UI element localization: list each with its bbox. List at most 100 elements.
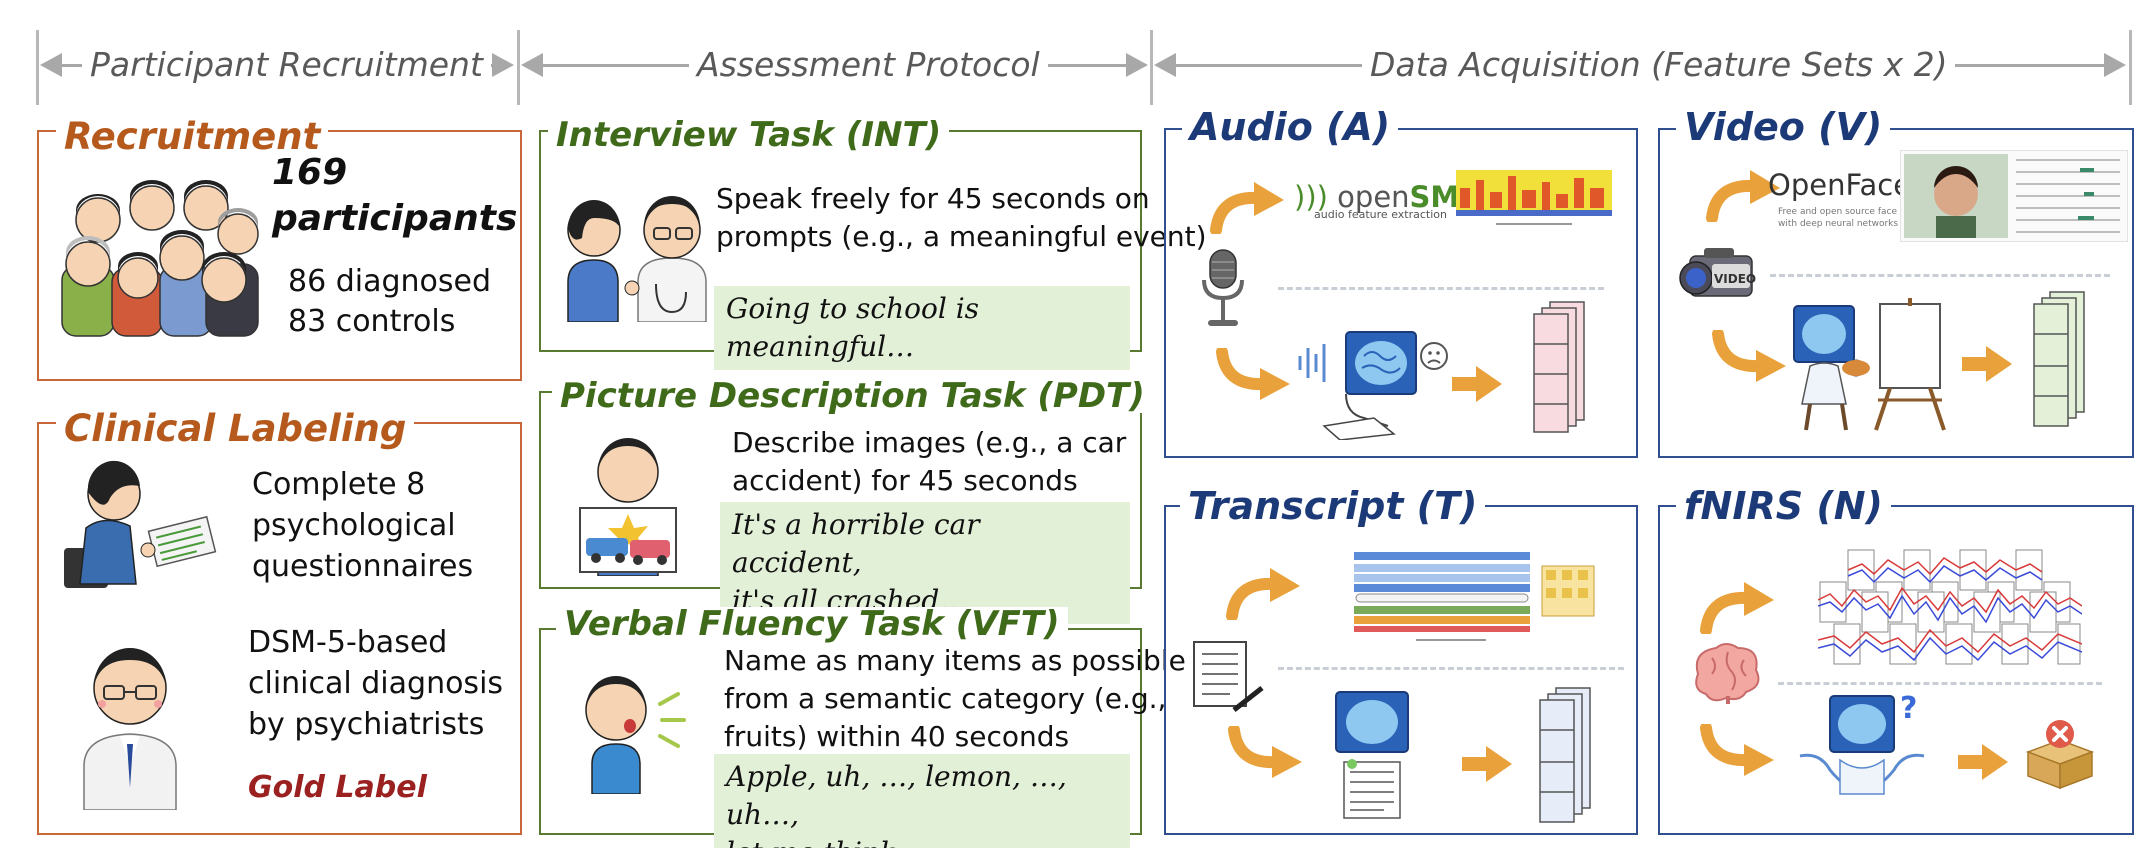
diagnosis-line: clinical diagnosis xyxy=(248,666,504,701)
questionnaire-person-illustration xyxy=(64,460,217,588)
divider-line xyxy=(1778,682,2102,685)
arrow-right-icon xyxy=(1126,53,1148,77)
curved-arrow-icon xyxy=(1706,170,1780,222)
verbal-fluency-quote: Apple, uh, …, lemon, …, uh…, let me thin… xyxy=(714,754,1130,848)
clinical-labeling-title: Clinical Labeling xyxy=(56,410,415,447)
picture-description-title: Picture Description Task (PDT) xyxy=(552,379,1153,413)
pdt-description-line: Describe images (e.g., a car xyxy=(732,426,1127,459)
video-title: Video (V) xyxy=(1676,108,1891,146)
header-participant-recruitment: Participant Recruitment xyxy=(82,38,491,92)
svg-text:?: ? xyxy=(1900,691,1917,726)
document-pen-icon xyxy=(1193,641,1264,712)
header-separator xyxy=(2129,30,2132,105)
vft-quote-line: Apple, uh, …, lemon, …, uh…, xyxy=(726,760,1067,831)
transcript-title: Transcript (T) xyxy=(1180,487,1486,525)
orange-arrow-icon xyxy=(1462,746,1512,782)
arrow-left-icon xyxy=(1154,53,1176,77)
orange-arrow-icon xyxy=(1958,744,2008,780)
picture-holding-illustration xyxy=(579,438,677,576)
diagnosis-line: DSM-5-based xyxy=(248,625,448,660)
header-separator xyxy=(36,30,39,105)
pdt-description-line: accident) for 45 seconds xyxy=(732,464,1078,497)
curved-arrow-icon xyxy=(1210,182,1284,234)
openface-subtitle-line: Free and open source face recognition xyxy=(1778,207,1951,217)
verbal-fluency-title: Verbal Fluency Task (VFT) xyxy=(556,607,1068,641)
participant-count-label: participants xyxy=(272,198,518,239)
diagnosis-text: DSM-5-based clinical diagnosis by psychi… xyxy=(248,622,503,745)
openface-subtitle: Free and open source face recognition wi… xyxy=(1778,206,1951,230)
curved-arrow-icon xyxy=(1226,568,1300,620)
video-camera-icon xyxy=(1679,248,1753,297)
interview-quote: Going to school is meaningful… xyxy=(714,286,1130,370)
arrow-left-icon xyxy=(521,53,543,77)
recruitment-breakdown: 86 diagnosed 83 controls xyxy=(288,262,491,342)
arrow-right-icon xyxy=(492,53,514,77)
spectrogram-image xyxy=(1456,170,1612,225)
recruitment-title: Recruitment xyxy=(56,118,329,155)
curved-arrow-icon xyxy=(1228,726,1302,778)
curved-arrow-icon xyxy=(1700,582,1774,634)
transcript-feature-stack xyxy=(1539,687,1591,823)
verbal-fluency-text: Name as many items as possible from a se… xyxy=(724,642,1186,756)
video-feature-stack xyxy=(2033,291,2085,427)
participant-count-number: 169 xyxy=(272,152,348,193)
crowd-illustration xyxy=(61,180,259,337)
picture-description-text: Describe images (e.g., a car accident) f… xyxy=(732,424,1126,500)
arrow-left-icon xyxy=(40,53,62,77)
controls-count: 83 controls xyxy=(288,304,456,339)
pdt-quote-line: It's a horrible car accident, xyxy=(732,508,980,579)
divider-line xyxy=(1278,287,1604,290)
painting-brain-illustration xyxy=(1793,298,1946,431)
orange-arrow-icon xyxy=(1452,366,1502,402)
questionnaire-line: questionnaires xyxy=(252,549,474,584)
header-data-acquisition: Data Acquisition (Feature Sets x 2) xyxy=(1362,38,1956,92)
opensmile-subtitle: audio feature extraction xyxy=(1314,208,1447,221)
confused-brain-illustration: ? xyxy=(1799,691,1925,795)
questionnaire-line: Complete 8 xyxy=(252,467,426,502)
vft-quote-line: let me think… xyxy=(726,834,1118,848)
fnirs-signal-grid xyxy=(1818,549,2082,665)
arrow-right-icon xyxy=(2104,53,2126,77)
vft-description-line: Name as many items as possible xyxy=(724,644,1186,677)
diagnosis-line: by psychiatrists xyxy=(248,707,485,742)
participant-count: 169 participants xyxy=(272,150,517,242)
speaking-person-illustration xyxy=(585,676,686,794)
microphone-icon xyxy=(1202,249,1244,326)
empty-box-error-icon xyxy=(2025,720,2095,790)
psychiatrist-illustration xyxy=(83,648,177,810)
face-tracking-screenshot xyxy=(1900,150,2128,242)
interview-description-line: prompts (e.g., a meaningful event) xyxy=(716,220,1207,253)
picture-description-quote: It's a horrible car accident, it's all c… xyxy=(720,502,1130,624)
model-architecture-diagram xyxy=(1354,552,1595,641)
interview-description-line: Speak freely for 45 seconds on xyxy=(716,182,1150,215)
interview-task-description: Speak freely for 45 seconds on prompts (… xyxy=(716,180,1207,256)
vft-description-line: fruits) within 40 seconds xyxy=(724,720,1070,753)
fnirs-panel xyxy=(1658,505,2134,835)
divider-line xyxy=(1278,667,1624,670)
questionnaire-line: psychological xyxy=(252,508,456,543)
reading-brain-illustration xyxy=(1335,691,1409,819)
curved-arrow-icon xyxy=(1700,724,1774,776)
header-separator xyxy=(1150,30,1153,105)
audio-panel xyxy=(1164,128,1638,458)
vft-description-line: from a semantic category (e.g., xyxy=(724,682,1167,715)
interview-task-title: Interview Task (INT) xyxy=(548,118,950,152)
curved-arrow-icon xyxy=(1216,348,1290,400)
orange-arrow-icon xyxy=(1962,346,2012,382)
header-assessment-protocol: Assessment Protocol xyxy=(689,38,1048,92)
interview-illustration xyxy=(567,196,707,322)
openface-subtitle-line: with deep neural networks xyxy=(1778,219,1899,229)
fnirs-title: fNIRS (N) xyxy=(1676,487,1891,525)
openface-logo: OpenFace xyxy=(1768,168,1912,202)
divider-line xyxy=(1770,274,2110,277)
questionnaire-text: Complete 8 psychological questionnaires xyxy=(252,464,473,587)
video-panel xyxy=(1658,128,2134,458)
opensmile-prefix: open xyxy=(1337,180,1410,214)
audio-feature-stack xyxy=(1533,301,1585,433)
brain-icon xyxy=(1695,643,1760,704)
diagnosed-count: 86 diagnosed xyxy=(288,264,492,299)
sad-brain-illustration xyxy=(1298,331,1448,440)
audio-title: Audio (A) xyxy=(1182,108,1399,146)
interview-quote-line: Going to school is meaningful… xyxy=(726,292,980,363)
header-separator xyxy=(517,30,520,105)
